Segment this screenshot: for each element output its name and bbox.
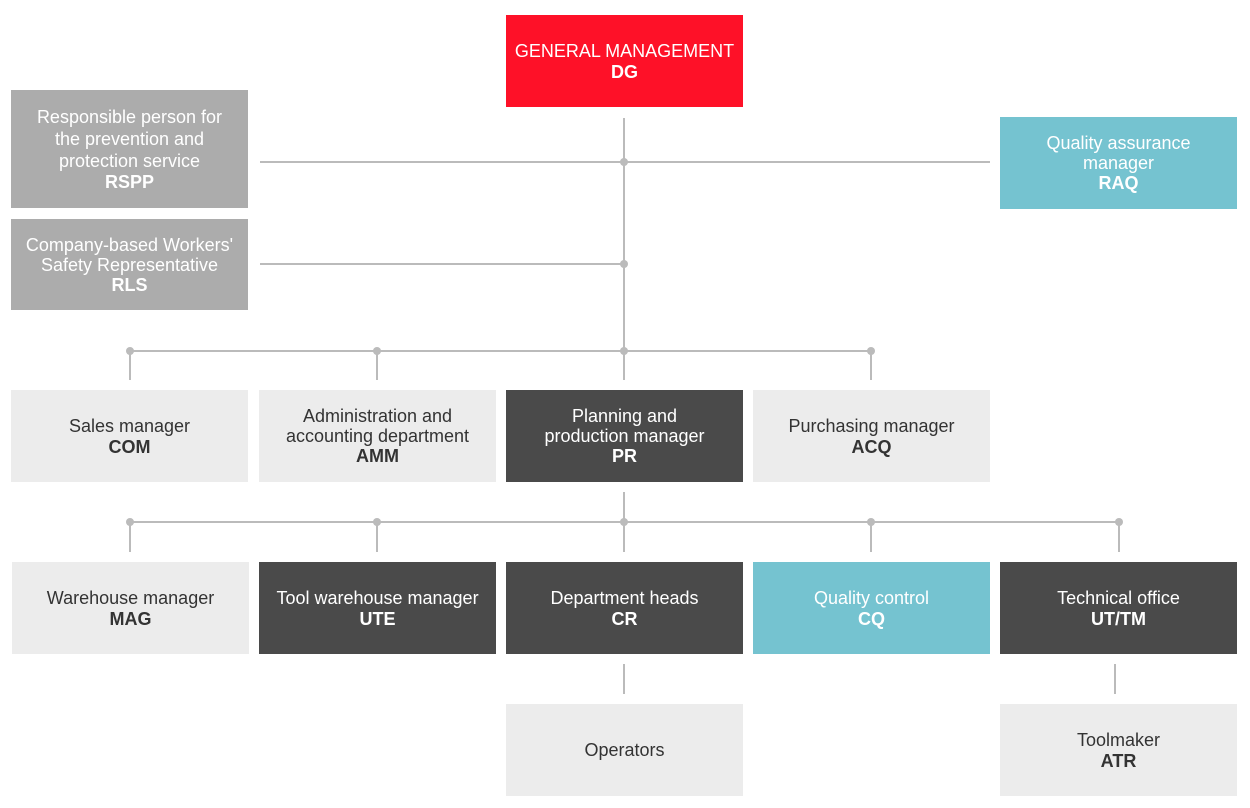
node-operators: Operators [506, 704, 743, 796]
junction-dot [620, 347, 628, 355]
node-rls: Company-based Workers' Safety Representa… [11, 219, 248, 310]
node-label: Company-based Workers' Safety Representa… [25, 234, 234, 275]
node-abbr: RSPP [104, 172, 155, 192]
node-sales-manager: Sales manager COM [11, 390, 248, 482]
node-department-heads: Department heads CR [506, 562, 743, 654]
node-label: Quality control [813, 588, 930, 608]
node-label: Quality assurance manager [1046, 133, 1191, 173]
junction-dot [126, 347, 134, 355]
node-label: GENERAL MANAGEMENT [514, 41, 735, 61]
node-label: Toolmaker [1076, 730, 1161, 750]
node-rspp: Responsible person for the prevention an… [11, 90, 248, 208]
node-planning-production-manager: Planning and production manager PR [506, 390, 743, 482]
node-abbr: COM [108, 437, 151, 457]
node-quality-control: Quality control CQ [753, 562, 990, 654]
node-abbr: ACQ [851, 437, 892, 457]
node-abbr: RLS [111, 274, 148, 295]
node-technical-office: Technical office UT/TM [1000, 562, 1237, 654]
node-label: Purchasing manager [788, 416, 955, 436]
node-toolmaker: Toolmaker ATR [1000, 704, 1237, 796]
node-abbr: ATR [1100, 751, 1137, 771]
node-abbr: CQ [858, 609, 885, 629]
node-abbr: MAG [109, 609, 152, 629]
node-abbr: UTE [359, 609, 396, 629]
junction-dot [867, 518, 875, 526]
junction-dot [620, 158, 628, 166]
node-label: Tool warehouse manager [276, 588, 479, 608]
node-tool-warehouse-manager: Tool warehouse manager UTE [259, 562, 496, 654]
node-purchasing-manager: Purchasing manager ACQ [753, 390, 990, 482]
node-abbr: RAQ [1098, 173, 1139, 193]
junction-dot [620, 518, 628, 526]
node-warehouse-manager: Warehouse manager MAG [12, 562, 249, 654]
node-abbr: CR [611, 609, 638, 629]
node-label: Operators [584, 740, 665, 760]
junction-dot [373, 518, 381, 526]
node-administration-accounting: Administration and accounting department… [259, 390, 496, 482]
node-general-management: GENERAL MANAGEMENT DG [506, 15, 743, 107]
junction-dot [1115, 518, 1123, 526]
junction-dot [867, 347, 875, 355]
node-label: Sales manager [68, 416, 191, 436]
junction-dot [373, 347, 381, 355]
node-label: Responsible person for the prevention an… [36, 107, 223, 171]
node-label: Administration and accounting department [285, 406, 470, 446]
node-abbr: UT/TM [1091, 609, 1146, 629]
node-label: Technical office [1057, 588, 1180, 608]
node-abbr: PR [611, 446, 637, 466]
node-abbr: DG [611, 62, 638, 82]
junction-dot [620, 260, 628, 268]
node-label: Planning and production manager [544, 406, 705, 446]
junction-dot [126, 518, 134, 526]
node-label: Department heads [550, 588, 699, 608]
node-abbr: AMM [356, 446, 399, 466]
node-quality-assurance-manager: Quality assurance manager RAQ [1000, 117, 1237, 209]
node-label: Warehouse manager [46, 588, 215, 608]
